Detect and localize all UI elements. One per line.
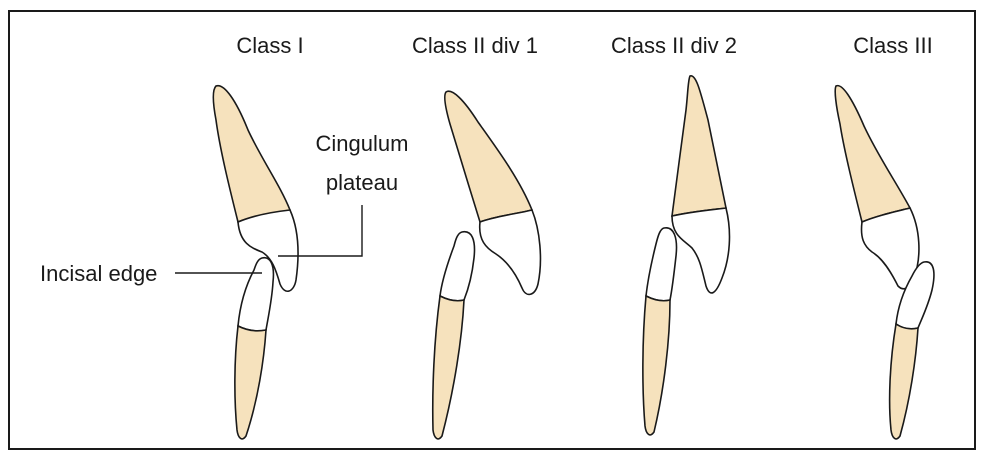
- title-class-2-div-1: Class II div 1: [412, 33, 538, 58]
- class-2-div-2-lower-root: [643, 296, 670, 435]
- class-2-div-2-upper-crown: [672, 208, 729, 293]
- class-1-upper-root: [213, 86, 290, 222]
- class-2-div-1-lower-root: [433, 296, 464, 439]
- title-class-2-div-2: Class II div 2: [611, 33, 737, 58]
- class-3-lower-root: [890, 324, 918, 439]
- class-1-teeth: [213, 86, 298, 439]
- class-3-teeth: [835, 86, 934, 439]
- class-3-upper-crown: [861, 208, 918, 289]
- class-2-div-1-teeth: [433, 91, 541, 439]
- class-2-div-1-upper-root: [445, 91, 532, 222]
- class-1-lower-root: [235, 326, 266, 439]
- class-2-div-2-upper-root: [672, 76, 726, 216]
- annotation-plateau: plateau: [326, 170, 398, 195]
- annotation-incisal-edge: Incisal edge: [40, 261, 157, 286]
- title-class-1: Class I: [236, 33, 303, 58]
- title-class-3: Class III: [853, 33, 932, 58]
- class-2-div-1-lower-crown: [440, 232, 475, 301]
- class-2-div-1-upper-crown: [480, 210, 541, 294]
- class-2-div-2-lower-crown: [646, 228, 677, 301]
- annotation-cingulum: Cingulum: [316, 131, 409, 156]
- class-1-lower-crown: [238, 258, 273, 331]
- class-2-div-2-teeth: [643, 76, 730, 435]
- class-3-upper-root: [835, 86, 910, 222]
